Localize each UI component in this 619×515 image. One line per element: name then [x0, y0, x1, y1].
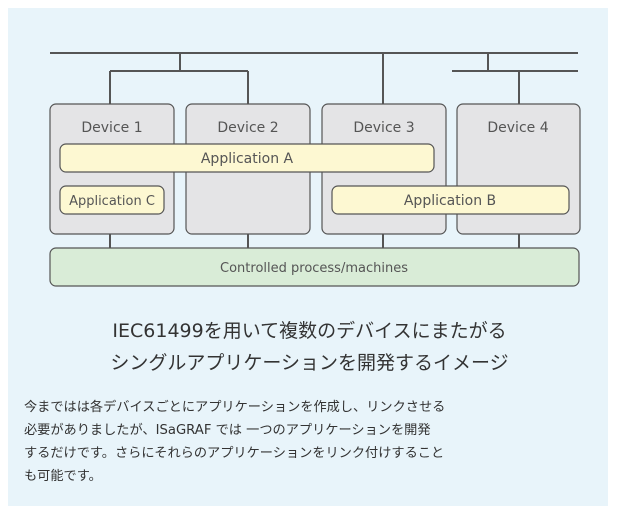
application-c: Application C: [59, 185, 165, 215]
device-3-label: Device 3: [353, 120, 414, 136]
application-b: Application B: [331, 185, 570, 215]
controlled-process: Controlled process/machines: [49, 247, 580, 287]
application-a: Application A: [59, 143, 435, 173]
caption-body-line-2: 必要がありましたが、ISaGRAF では 一つのアプリケーションを開発: [24, 423, 431, 438]
application-c-label: Application C: [69, 194, 155, 209]
caption-title-line-2: シングルアプリケーションを開発するイメージ: [110, 352, 509, 374]
device-1-label: Device 1: [81, 120, 142, 136]
caption-body-line-4: も可能です。: [24, 469, 102, 484]
caption-body-line-1: 今まではは各デバイスごとにアプリケーションを作成し、リンクさせる: [24, 400, 446, 415]
application-b-label: Application B: [404, 193, 496, 209]
device-2-label: Device 2: [217, 120, 278, 136]
caption-title-line-1: IEC61499を用いて複数のデバイスにまたがる: [112, 320, 507, 342]
network-diagram: Device 1 Device 2 Device 3 Device 4 Appl…: [49, 52, 581, 287]
caption-body-line-3: するだけです。さらにそれらのアプリケーションをリンク付けすること: [24, 446, 445, 461]
application-a-label: Application A: [201, 151, 294, 167]
caption-body: 今まではは各デバイスごとにアプリケーションを作成し、リンクさせる 必要がありまし…: [24, 396, 604, 488]
network-bus: [50, 52, 578, 248]
device-4-label: Device 4: [487, 120, 548, 136]
controlled-process-label: Controlled process/machines: [220, 261, 408, 276]
